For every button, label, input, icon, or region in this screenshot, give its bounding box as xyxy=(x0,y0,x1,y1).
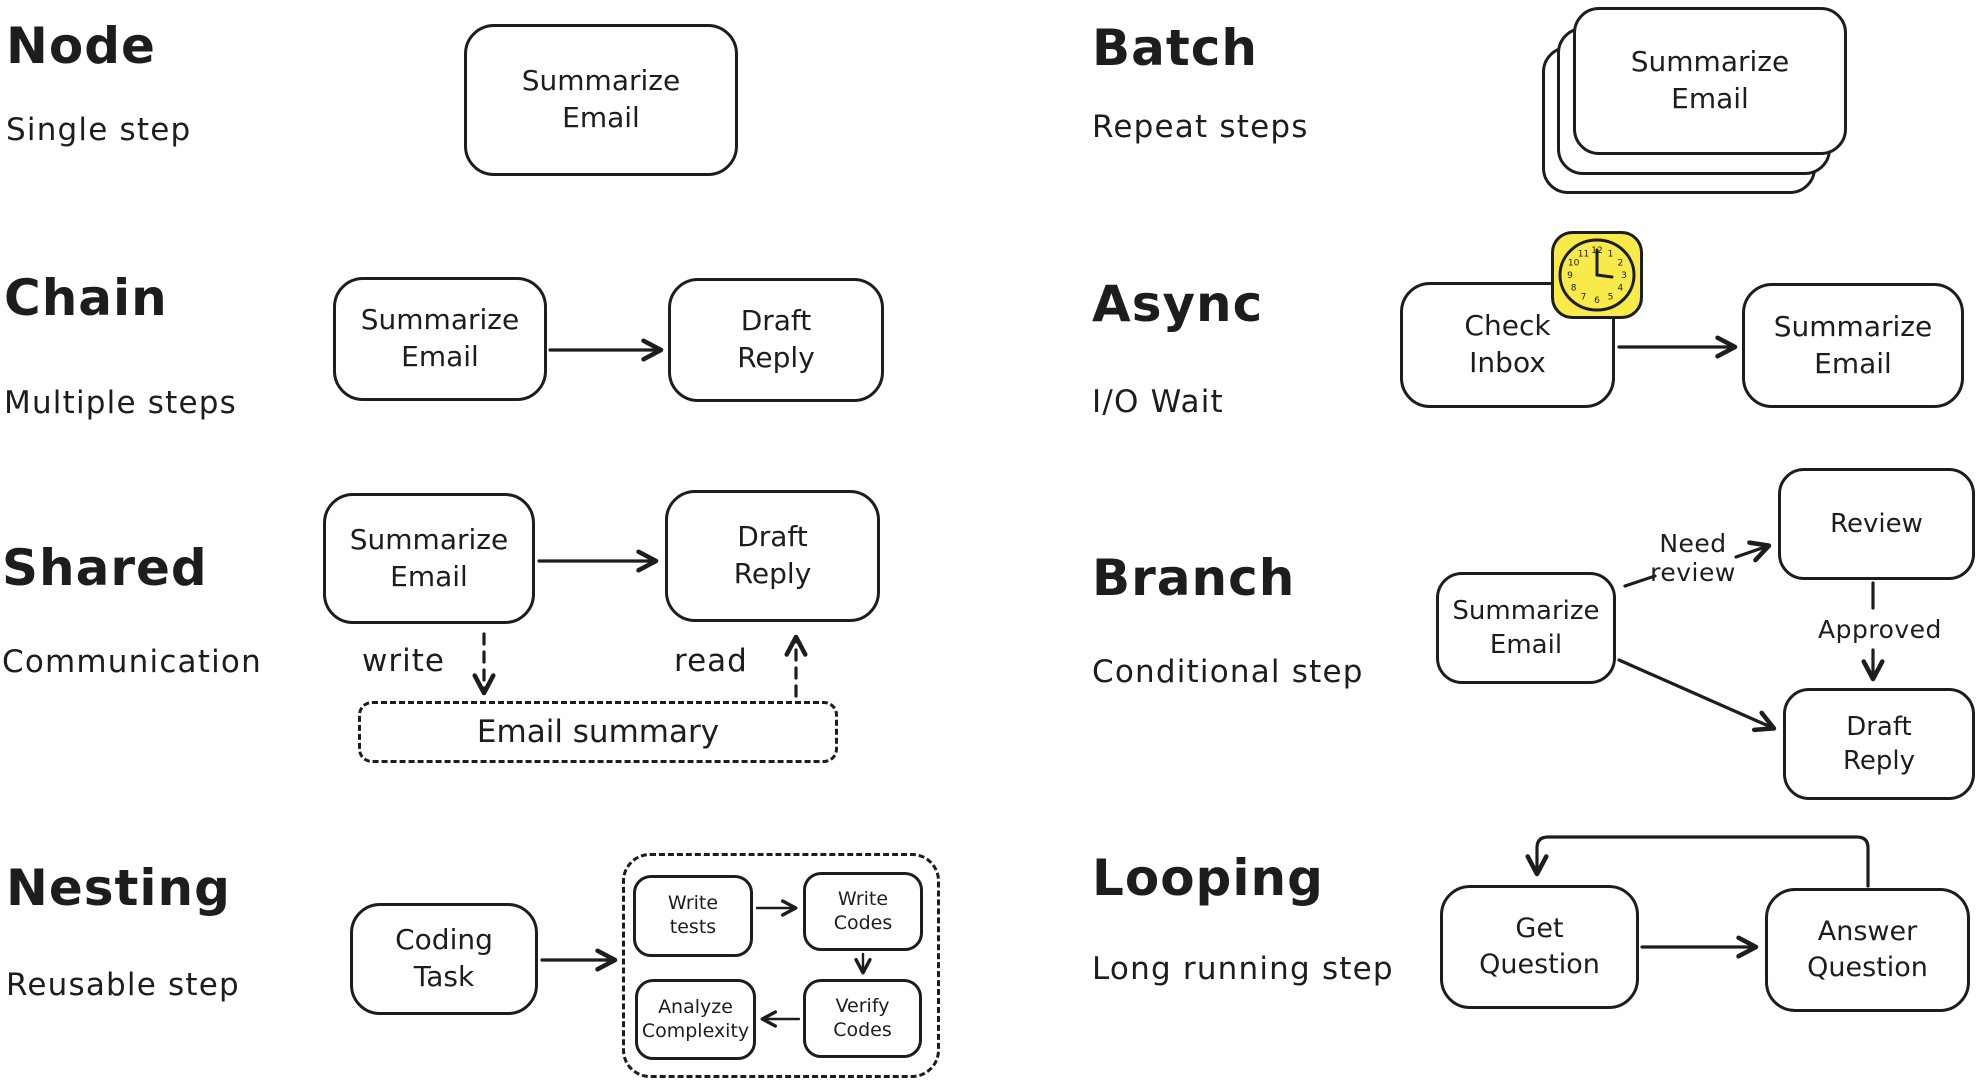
branch-need-review-label: Need review xyxy=(1650,529,1736,587)
branch-approved-label: Approved xyxy=(1818,615,1942,644)
chain-draft-reply-box: Draft Reply xyxy=(668,278,884,402)
shared-draft-reply-box: Draft Reply xyxy=(665,490,880,622)
clock-numeral-6: 6 xyxy=(1594,296,1600,306)
nesting-flow-group xyxy=(622,853,940,1078)
nesting-write-codes-box: Write Codes xyxy=(803,872,923,951)
clock-numeral-3: 3 xyxy=(1621,271,1627,281)
shared-write-label: write xyxy=(362,643,445,679)
branch-draft-reply-box: Draft Reply xyxy=(1783,688,1975,800)
looping-section-title: Looping xyxy=(1092,849,1324,907)
shared-section-title: Shared xyxy=(2,539,208,597)
shared-email-summary-store: Email summary xyxy=(358,701,838,763)
clock-numeral-10: 10 xyxy=(1568,259,1580,269)
nesting-section-subtitle: Reusable step xyxy=(6,967,240,1003)
chain-summarize-email-box: Summarize Email xyxy=(333,277,547,401)
clock-numeral-5: 5 xyxy=(1608,293,1614,303)
clock-icon: 12 1 2 3 4 5 6 7 8 9 10 11 xyxy=(1551,231,1643,319)
clock-numeral-8: 8 xyxy=(1571,284,1577,294)
chain-section-title: Chain xyxy=(4,269,168,327)
branch-summarize-email-box: Summarize Email xyxy=(1436,572,1616,684)
branch-need-review-arrow xyxy=(1734,540,1772,563)
batch-section-subtitle: Repeat steps xyxy=(1092,109,1309,145)
clock-numeral-9: 9 xyxy=(1567,271,1573,281)
batch-section-title: Batch xyxy=(1092,19,1258,77)
clock-numeral-11: 11 xyxy=(1578,249,1589,259)
nesting-coding-task-box: Coding Task xyxy=(350,903,538,1015)
batch-summarize-email-card: Summarize Email xyxy=(1573,7,1847,155)
clock-numeral-12: 12 xyxy=(1591,246,1602,256)
nesting-section-title: Nesting xyxy=(6,859,231,917)
looping-answer-question-box: Answer Question xyxy=(1765,888,1970,1012)
looping-get-question-box: Get Question xyxy=(1440,885,1639,1009)
nesting-write-tests-box: Write tests xyxy=(633,875,753,957)
branch-direct-draft-arrow xyxy=(1617,658,1777,733)
nesting-analyze-complexity-box: Analyze Complexity xyxy=(635,979,756,1060)
node-section-subtitle: Single step xyxy=(6,112,192,148)
clock-numeral-2: 2 xyxy=(1618,259,1624,269)
looping-back-arrow xyxy=(1525,835,1870,888)
async-section-title: Async xyxy=(1092,275,1264,333)
clock-numeral-7: 7 xyxy=(1581,293,1587,303)
async-summarize-email-box: Summarize Email xyxy=(1742,283,1964,408)
node-summarize-email-box: Summarize Email xyxy=(464,24,738,176)
node-section-title: Node xyxy=(6,17,156,75)
branch-review-box: Review xyxy=(1778,468,1975,580)
looping-section-subtitle: Long running step xyxy=(1092,951,1394,987)
clock-numeral-1: 1 xyxy=(1608,249,1614,259)
branch-section-title: Branch xyxy=(1092,549,1296,607)
clock-numeral-4: 4 xyxy=(1618,284,1624,294)
chain-section-subtitle: Multiple steps xyxy=(4,385,237,421)
shared-read-label: read xyxy=(674,643,748,679)
shared-section-subtitle: Communication xyxy=(2,644,262,680)
branch-section-subtitle: Conditional step xyxy=(1092,654,1364,690)
async-section-subtitle: I/O Wait xyxy=(1092,384,1224,420)
shared-summarize-email-box: Summarize Email xyxy=(323,493,535,624)
nesting-verify-codes-box: Verify Codes xyxy=(803,979,922,1058)
